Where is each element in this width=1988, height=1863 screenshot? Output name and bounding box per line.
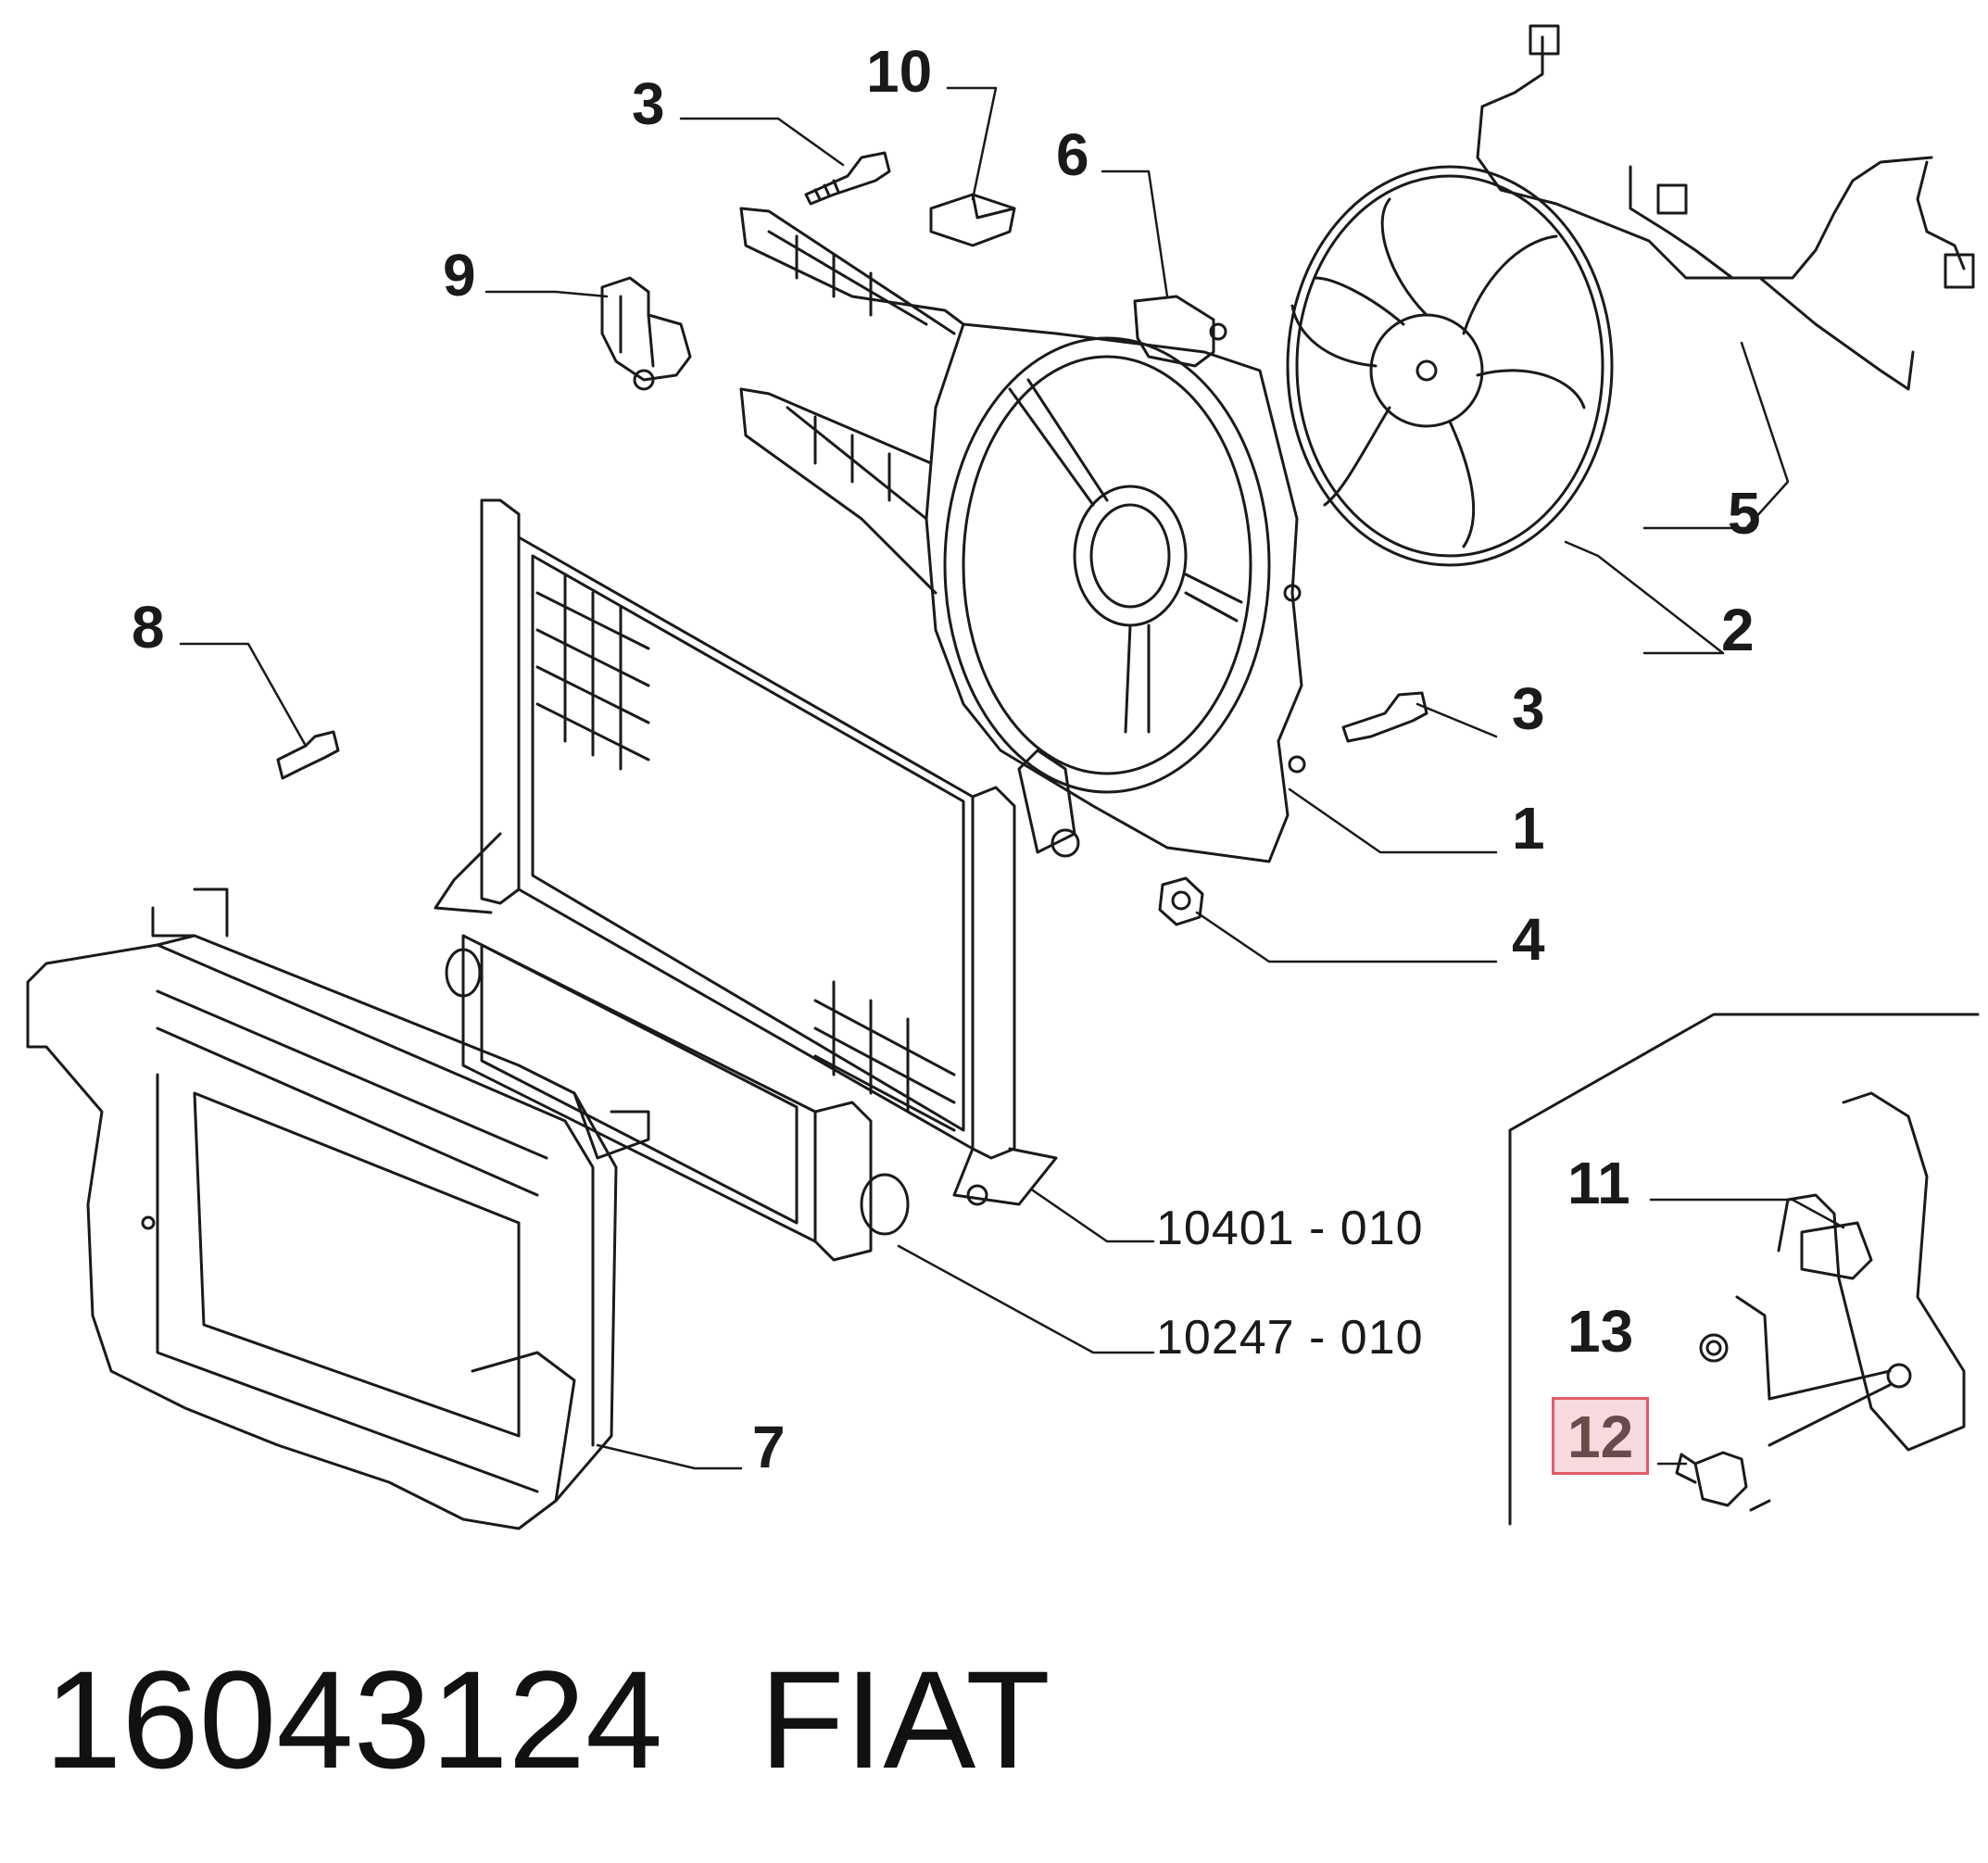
callout-10: 10 — [866, 38, 933, 105]
leader-lines — [179, 86, 1845, 1470]
callout-1: 1 — [1512, 795, 1545, 862]
callout-9: 9 — [443, 242, 476, 308]
wiring-harness — [1476, 24, 1975, 391]
radiator — [434, 498, 1080, 1206]
bracket-6 — [1133, 295, 1227, 368]
clip-10 — [929, 193, 1016, 247]
callout-3-right: 3 — [1512, 675, 1545, 742]
bolt-3-right — [1341, 691, 1428, 743]
callout-11: 11 — [1567, 1150, 1630, 1216]
part-number: 16043124 — [44, 1642, 663, 1797]
callout-4: 4 — [1512, 906, 1545, 973]
brand-name: FIAT — [760, 1642, 1051, 1797]
air-deflector — [26, 887, 650, 1530]
callout-7: 7 — [752, 1414, 786, 1480]
nut-4 — [1158, 876, 1204, 926]
intercooler — [445, 934, 910, 1262]
bolt-8 — [276, 730, 340, 780]
detail-inset — [1508, 1013, 1980, 1526]
callout-ref-10401-010: 10401 - 010 — [1156, 1202, 1424, 1255]
clip-9 — [600, 276, 692, 391]
fan-shroud — [739, 207, 1306, 863]
callout-8: 8 — [132, 594, 165, 661]
callout-13: 13 — [1567, 1298, 1634, 1365]
callout-2: 2 — [1721, 597, 1755, 663]
bolt-3-top — [804, 151, 891, 206]
callout-5: 5 — [1728, 480, 1761, 547]
callout-3-top: 3 — [632, 70, 665, 137]
callout-ref-10247-010: 10247 - 010 — [1156, 1311, 1424, 1365]
callout-6: 6 — [1056, 121, 1089, 188]
cooling-fan — [1286, 165, 1614, 567]
callout-12-highlighted: 12 — [1552, 1397, 1650, 1475]
